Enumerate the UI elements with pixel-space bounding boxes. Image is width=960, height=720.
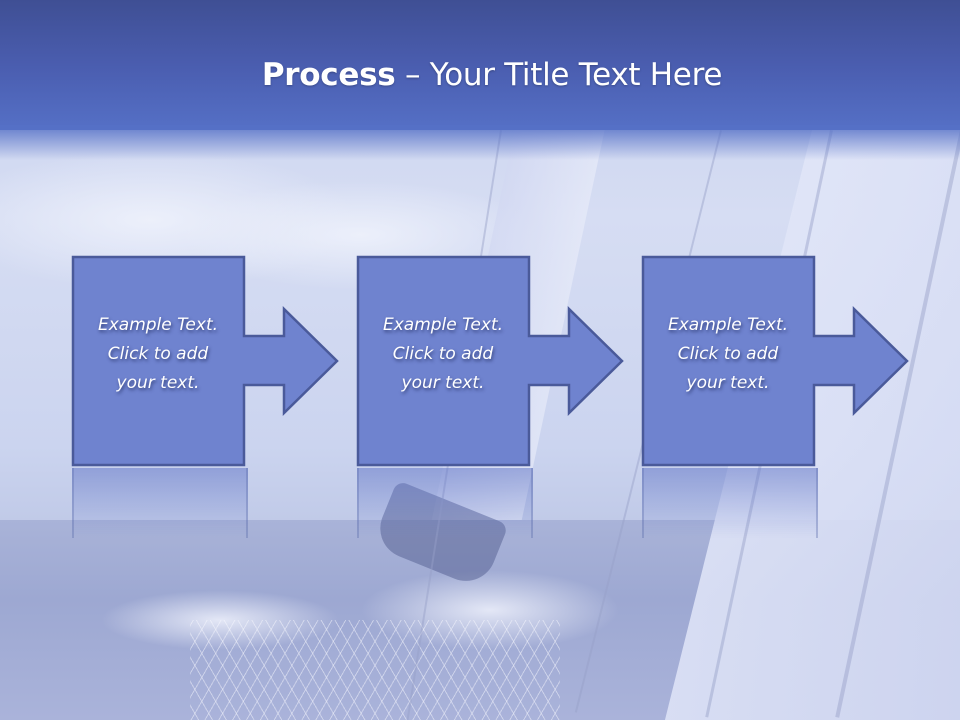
background-net — [190, 620, 560, 720]
step-text-line: Example Text. — [382, 315, 504, 335]
step-text-line: Example Text. — [97, 315, 219, 335]
step-text-line: Click to add — [677, 344, 779, 364]
arrow-right-icon — [641, 255, 909, 467]
title-bold: Process — [261, 57, 396, 93]
background-wave — [100, 590, 340, 650]
step-text[interactable]: Example Text. Click to add your text. — [357, 311, 529, 398]
arrow-right-icon — [356, 255, 624, 467]
step-text-line: Click to add — [392, 344, 494, 364]
title-rest: – Your Title Text Here — [395, 57, 723, 93]
process-step-2[interactable]: Example Text. Click to add your text. — [356, 255, 627, 468]
step-reflection — [72, 468, 248, 538]
title-band — [0, 0, 960, 130]
step-text-line: your text. — [116, 373, 200, 393]
step-text-line: your text. — [686, 373, 770, 393]
step-reflection — [357, 468, 533, 538]
step-text[interactable]: Example Text. Click to add your text. — [642, 311, 814, 398]
title-band-fade — [0, 125, 960, 160]
background-wave — [360, 570, 620, 650]
step-text-line: your text. — [401, 373, 485, 393]
slide-title[interactable]: Process – Your Title Text Here — [0, 52, 960, 98]
step-text[interactable]: Example Text. Click to add your text. — [72, 311, 244, 398]
arrow-right-icon — [71, 255, 339, 467]
process-step-1[interactable]: Example Text. Click to add your text. — [71, 255, 342, 468]
step-reflection — [642, 468, 818, 538]
step-text-line: Example Text. — [667, 315, 789, 335]
step-text-line: Click to add — [107, 344, 209, 364]
process-step-3[interactable]: Example Text. Click to add your text. — [641, 255, 912, 468]
